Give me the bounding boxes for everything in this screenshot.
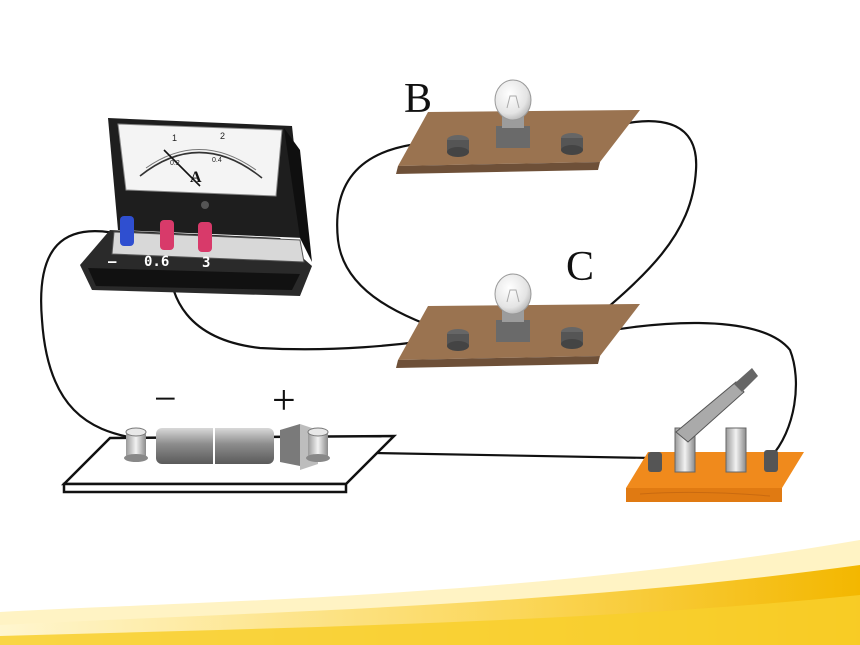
bulb-b-board — [396, 79, 640, 174]
ammeter-scale-bottom-2: 0.4 — [212, 157, 222, 164]
ammeter-terminal-label-3: 3 — [202, 255, 210, 271]
bulb-b-icon — [494, 79, 532, 121]
ammeter-terminal-3 — [198, 222, 212, 252]
wire-ammeter-to-bulb-c — [168, 247, 459, 351]
battery-minus-label: − — [154, 376, 177, 421]
bulb-c-icon — [494, 273, 532, 315]
ammeter-scale-top-2: 2 — [220, 131, 225, 141]
ammeter-scale-top-1: 1 — [172, 133, 177, 143]
battery-terminal-right — [306, 427, 330, 462]
ammeter-terminal-label-0.6: 0.6 — [144, 254, 169, 270]
ammeter-scale-bottom-1: 0.2 — [170, 160, 180, 167]
bulb-c-label: C — [566, 244, 594, 290]
battery-holder — [60, 424, 398, 494]
bulb-b-label: B — [404, 76, 432, 122]
switch-handle — [675, 381, 745, 443]
battery-plus-label: + — [272, 378, 296, 424]
bulb-c-board — [396, 273, 640, 368]
wire-bulb-c-to-switch — [571, 321, 797, 459]
ammeter-unit-label: A — [190, 169, 202, 186]
wire-bulb-b-to-bulb-c-left — [336, 140, 459, 338]
ammeter: 1 2 0.2 0.4 A — 0.6 3 — [80, 118, 312, 296]
wire-bulb-b-to-bulb-c-right — [571, 120, 698, 339]
battery-terminal-left — [124, 427, 148, 462]
switch — [626, 368, 804, 502]
ammeter-terminal-label-negative: — — [108, 254, 117, 270]
ammeter-terminal-0.6 — [160, 220, 174, 250]
ammeter-terminal-negative — [120, 216, 134, 246]
wire-ammeter-to-battery — [40, 230, 135, 440]
decorative-wave-band — [0, 540, 860, 645]
